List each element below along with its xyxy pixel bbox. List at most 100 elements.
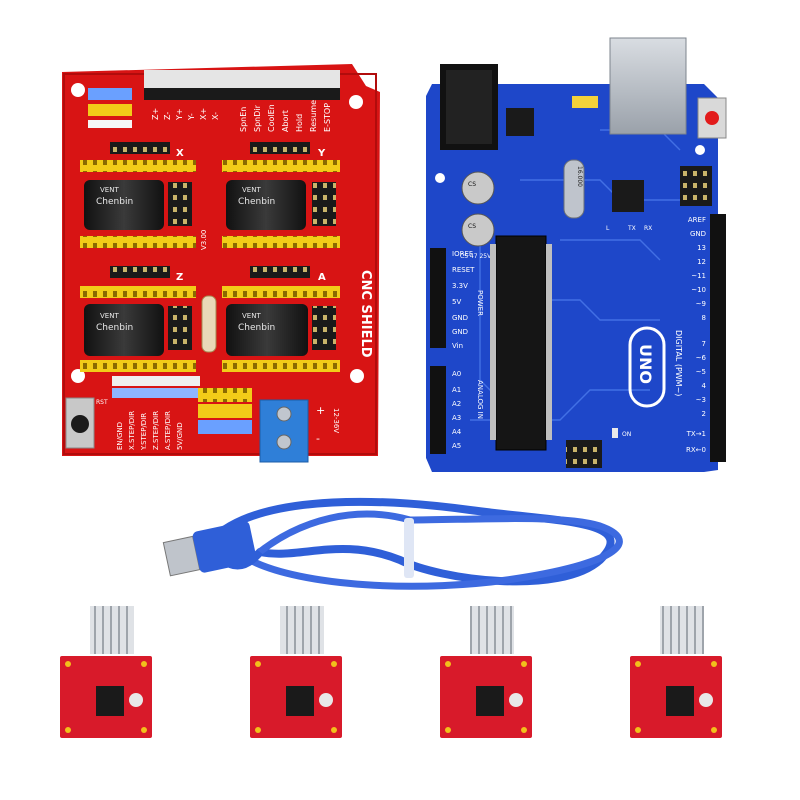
digital-pin: ~9 xyxy=(696,300,706,308)
axis-marker: Z xyxy=(176,272,183,283)
top-header xyxy=(144,70,340,88)
digital-pin: RX←0 xyxy=(686,446,706,454)
analog-pin: A4 xyxy=(452,428,462,436)
analog-pin: A2 xyxy=(452,400,461,408)
crystal xyxy=(563,159,585,219)
cap-brand: Chenbin xyxy=(238,323,275,333)
digital-pin: 7 xyxy=(702,340,706,348)
fuse xyxy=(201,295,217,353)
top-pin-label: E-STOP xyxy=(323,103,332,132)
power-pin: 5V xyxy=(452,298,461,306)
power-pin: IOREF xyxy=(452,250,473,258)
left-pin-label: Z.STEP/DIR xyxy=(152,411,160,450)
digital-pin: 13 xyxy=(697,244,706,252)
uno-capacitor: CS xyxy=(461,171,495,205)
on-led xyxy=(612,428,618,438)
cap-label: VENT xyxy=(100,312,119,320)
digital-pin: 12 xyxy=(697,258,706,266)
digital-pin: GND xyxy=(690,230,706,238)
power-voltage: 12-36V xyxy=(332,408,340,433)
digital-pin: 8 xyxy=(702,314,706,322)
top-pin-label: CoolEn xyxy=(267,104,276,132)
cable-tie xyxy=(404,518,414,578)
power-minus: - xyxy=(316,432,320,445)
capacitor xyxy=(226,180,306,230)
cap-label: VENT xyxy=(242,312,261,320)
analog-section-label: ANALOG IN xyxy=(476,380,484,419)
usb-b-port xyxy=(609,37,687,135)
left-pin-label: X.STEP/DIR xyxy=(128,411,136,450)
power-section-label: POWER xyxy=(476,290,484,316)
usb-cable xyxy=(162,497,623,590)
svg-text:CS: CS xyxy=(468,181,476,188)
digital-pin: ~3 xyxy=(696,396,706,404)
atmega-chip xyxy=(495,235,547,451)
reset-label: RST xyxy=(96,399,108,406)
cap-brand: Chenbin xyxy=(238,197,275,207)
power-pin: GND xyxy=(452,328,468,336)
cap-brand: Chenbin xyxy=(96,197,133,207)
power-header xyxy=(430,248,446,348)
cap-label: VENT xyxy=(100,186,119,194)
stepper-driver xyxy=(440,606,532,738)
mount-hole xyxy=(695,145,705,155)
analog-pin: A5 xyxy=(452,442,461,450)
analog-pin: A3 xyxy=(452,414,461,422)
analog-pin: A1 xyxy=(452,386,461,394)
tx-label: TX xyxy=(627,225,636,232)
heatsink xyxy=(660,606,704,654)
heatsink xyxy=(470,606,514,654)
limit-label: Y+ xyxy=(175,108,184,121)
rx-label: RX xyxy=(644,225,652,232)
limit-label: Z- xyxy=(163,112,172,120)
top-pin-label: Hold xyxy=(295,114,304,132)
cap-label: VENT xyxy=(242,186,261,194)
limit-label: X+ xyxy=(199,108,208,120)
analog-header xyxy=(430,366,446,454)
regulator xyxy=(506,108,534,136)
left-pin-label: A.STEP/DIR xyxy=(164,411,172,450)
digital-pin: AREF xyxy=(688,216,706,224)
digital-pin: ~11 xyxy=(691,272,706,280)
capacitor xyxy=(84,180,164,230)
shield-title: CNC SHIELD xyxy=(358,270,373,358)
left-pin-label: 5V/GND xyxy=(176,422,184,450)
usb-b-plug xyxy=(162,521,257,577)
l-label: L xyxy=(606,225,610,232)
heatsink xyxy=(90,606,134,654)
arduino-uno: CS CS CS 47 25V 16.000 IOREF RESET 3.3V … xyxy=(426,37,727,472)
capacitor xyxy=(84,304,164,356)
cap-rating: CS 47 25V xyxy=(460,253,492,260)
driver-modules xyxy=(60,606,722,738)
cnc-shield: SpnEn SpnDir CoolEn Abort Hold Resume E-… xyxy=(62,64,380,463)
icsp-header-bottom xyxy=(566,440,602,468)
top-pin-label: Resume xyxy=(309,100,318,132)
analog-pin: A0 xyxy=(452,370,461,378)
digital-pin: ~5 xyxy=(696,368,706,376)
heatsink xyxy=(280,606,324,654)
power-pin: GND xyxy=(452,314,468,322)
mount-hole xyxy=(71,369,85,383)
power-pin: 3.3V xyxy=(452,282,468,290)
driver-socket: Chenbin VENT xyxy=(222,142,340,248)
stepper-driver xyxy=(630,606,722,738)
limit-label: Z+ xyxy=(151,108,160,120)
digital-pin: 4 xyxy=(702,382,707,390)
power-pin: RESET xyxy=(452,266,475,274)
digital-pin: TX→1 xyxy=(686,430,706,438)
top-pin-label: Abort xyxy=(281,110,290,132)
driver-socket: Chenbin VENT xyxy=(222,266,340,372)
limit-label: Y- xyxy=(187,113,196,121)
uno-capacitor: CS xyxy=(461,213,495,247)
digital-pin: 2 xyxy=(702,410,706,418)
uno-logo: UNO xyxy=(628,326,666,408)
top-pin-label: SpnDir xyxy=(253,104,262,132)
svg-text:UNO: UNO xyxy=(636,344,655,384)
icsp-header xyxy=(680,166,712,206)
digital-section-label: DIGITAL (PWM~) xyxy=(674,330,683,396)
left-pin-label: EN/GND xyxy=(116,422,124,450)
power-plus: + xyxy=(316,404,325,417)
stepper-driver xyxy=(250,606,342,738)
crystal-label: 16.000 xyxy=(576,166,583,187)
